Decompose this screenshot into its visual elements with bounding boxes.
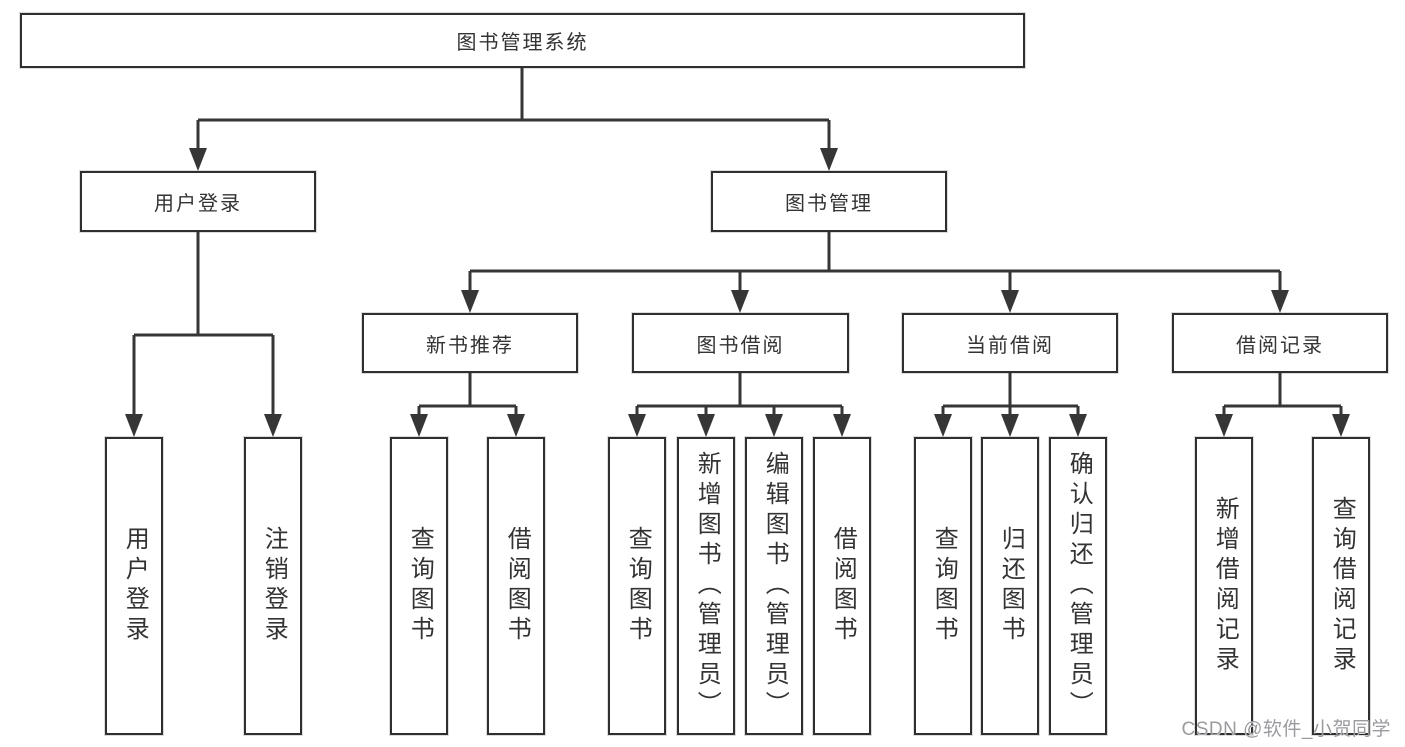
node-query-books-recommend: 查询图书 [390, 437, 448, 735]
tree-edges [132, 68, 1343, 418]
node-label: 新增借阅记录 [1211, 496, 1239, 676]
node-book-management: 图书管理 [711, 171, 947, 232]
node-label: 借阅图书 [829, 526, 857, 646]
node-label: 图书管理 [785, 193, 873, 215]
node-return-books: 归还图书 [981, 437, 1039, 735]
node-query-books-current: 查询图书 [914, 437, 972, 735]
node-borrow-books-action: 借阅图书 [813, 437, 871, 735]
node-new-book-recommendation: 新书推荐 [362, 313, 578, 373]
arrowhead-icons [125, 148, 1350, 437]
node-borrow-books-recommend: 借阅图书 [487, 437, 545, 735]
node-query-borrow-record: 查询借阅记录 [1312, 437, 1370, 735]
node-label: 查询借阅记录 [1328, 496, 1356, 676]
node-label: 查询图书 [624, 526, 652, 646]
node-label: 用户登录 [121, 526, 149, 646]
node-query-books-borrow: 查询图书 [608, 437, 666, 735]
node-current-borrowing: 当前借阅 [902, 313, 1118, 373]
node-logout-action: 注销登录 [244, 437, 302, 735]
node-label: 查询图书 [930, 526, 958, 646]
node-label: 图书管理系统 [456, 32, 589, 54]
node-user-login-action: 用户登录 [105, 437, 163, 735]
node-add-borrow-record: 新增借阅记录 [1195, 437, 1253, 735]
node-label: 确认归还（管理员） [1065, 451, 1093, 721]
node-label: 新书推荐 [426, 334, 514, 357]
node-label: 新增图书（管理员） [693, 451, 721, 721]
node-label: 借阅图书 [503, 526, 531, 646]
node-user-login: 用户登录 [80, 171, 316, 232]
node-borrowing-records: 借阅记录 [1172, 313, 1388, 373]
node-label: 当前借阅 [966, 334, 1054, 357]
node-label: 查询图书 [406, 526, 434, 646]
node-book-borrowing: 图书借阅 [632, 313, 849, 373]
node-edit-book-admin: 编辑图书（管理员） [745, 437, 803, 735]
csdn-watermark: CSDN @软件_小贺同学 [1181, 719, 1391, 740]
node-label: 归还图书 [997, 526, 1025, 646]
node-label: 图书借阅 [696, 334, 785, 357]
node-label: 借阅记录 [1236, 334, 1324, 357]
node-library-management-system: 图书管理系统 [20, 13, 1025, 68]
node-label: 编辑图书（管理员） [761, 451, 789, 721]
node-label: 注销登录 [260, 526, 288, 646]
node-add-book-admin: 新增图书（管理员） [677, 437, 735, 735]
node-label: 用户登录 [154, 193, 242, 215]
node-confirm-return-admin: 确认归还（管理员） [1049, 437, 1107, 735]
